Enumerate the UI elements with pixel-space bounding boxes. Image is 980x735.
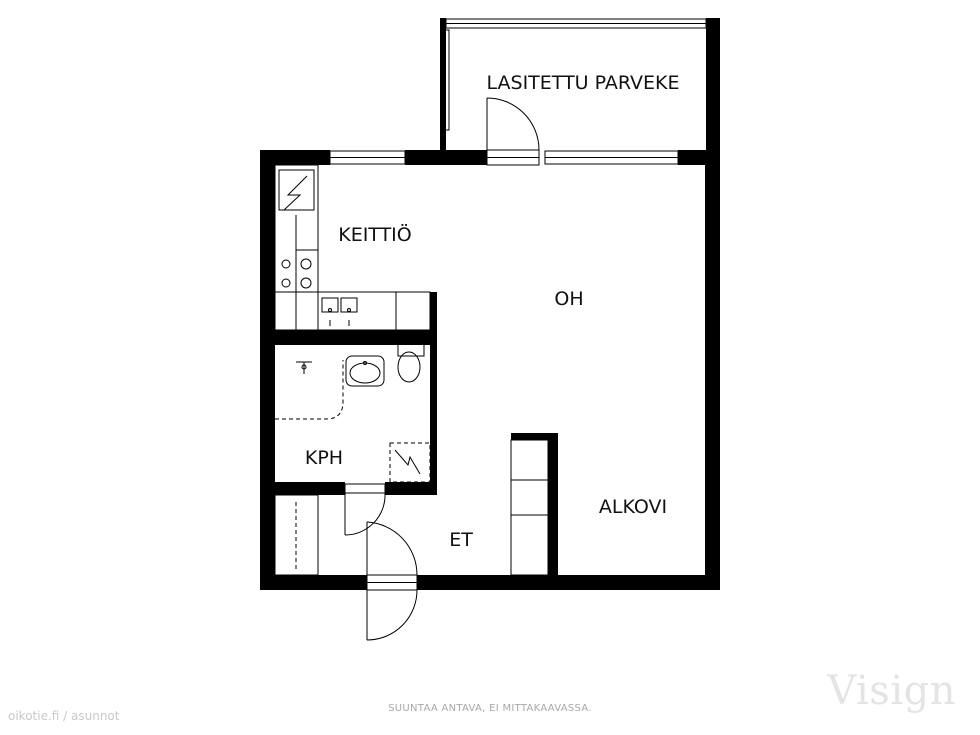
room-label-kitchen: KEITTIÖ: [338, 223, 412, 246]
outer-walls: [260, 150, 720, 590]
window-living: [544, 150, 679, 165]
washbasin-icon: [345, 355, 385, 387]
balcony-glazing: [440, 18, 707, 131]
sink-icon: [321, 297, 358, 326]
room-label-living: OH: [554, 288, 583, 310]
entry-closet: [274, 494, 319, 576]
disclaimer-text: SUUNTAA ANTAVA, EI MITTAKAAVASSA.: [388, 703, 592, 714]
entrance-door: [366, 521, 418, 641]
bathroom-walls: [275, 292, 437, 495]
kitchen-counter: [274, 164, 431, 331]
room-label-alcove: ALKOVI: [599, 496, 667, 518]
shower-icon: [275, 360, 344, 420]
balcony-walls: [440, 18, 720, 152]
bathroom-door: [344, 483, 386, 536]
balcony-door: [486, 97, 540, 166]
alcove-partition: [511, 433, 558, 575]
water-heater-icon: [389, 442, 431, 483]
alcove-wardrobe: [510, 439, 549, 576]
fridge-icon: [278, 169, 315, 211]
room-label-bathroom: KPH: [305, 447, 343, 469]
toilet-icon: [397, 343, 425, 383]
room-label-entry: ET: [449, 529, 473, 551]
room-label-balcony: LASITETTU PARVEKE: [487, 72, 680, 94]
site-watermark: oikotie.fi / asunnot: [8, 709, 120, 723]
window-kitchen: [329, 150, 406, 165]
brand-logo: Visign: [827, 668, 956, 714]
stove-icon: [281, 249, 319, 293]
